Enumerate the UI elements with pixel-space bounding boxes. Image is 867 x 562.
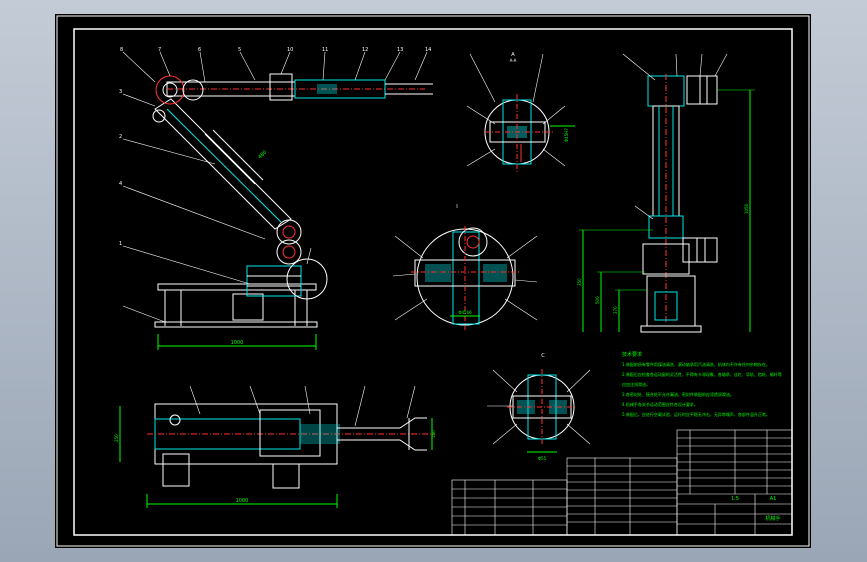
dim-plan-height: 250 <box>114 434 119 442</box>
view-label-i: I <box>456 204 457 210</box>
part-label: 3 <box>119 89 122 95</box>
part-label: 12 <box>362 47 368 53</box>
cad-drawing: 1000 480 8 7 6 5 10 11 12 13 14 3 2 4 1 <box>56 15 810 547</box>
part-number-labels: 8 7 6 5 10 11 12 13 14 3 2 4 1 <box>119 47 431 247</box>
part-label: 13 <box>397 47 403 53</box>
dim-detail-c: Φ55 <box>538 456 547 461</box>
part-label: 2 <box>119 134 122 140</box>
detail-view-c: C Φ55 <box>487 353 591 461</box>
dim-side-1: 350 <box>577 278 582 286</box>
tech-req-line: 3.各密封处、接合处不允许漏油，密封件装配前应浸透润滑油。 <box>622 391 734 397</box>
tech-req-title: 技术要求 <box>622 351 642 358</box>
dim-detail-a: Φ45H7 <box>564 128 569 142</box>
title-scale: 1:5 <box>731 496 739 502</box>
view-label-c: C <box>541 353 545 359</box>
parts-list <box>451 429 793 536</box>
tech-req-line: 4.机械手各关节运动范围应符合设计要求。 <box>622 401 698 407</box>
view-label-a: A <box>511 52 515 58</box>
part-label: 6 <box>198 47 201 53</box>
detail-view-i: I Φ45h6 <box>392 204 538 330</box>
view-label-a-sub: A-A <box>510 58 517 63</box>
tech-requirements: 技术要求 1.装配前所有零件用煤油清洗，滚动轴承用汽油清洗，机体内不许有任何杂物… <box>622 351 782 417</box>
tech-req-line: 2.装配后应检查各运动副的灵活性，不得有卡滞现象，各轴承、丝杠、导轨、齿轮、蜗杆… <box>622 371 782 377</box>
tech-req-line: 5.装配后，应进行空载试验，运行时应平稳无冲击，无异常噪声，各部件温升正常。 <box>622 411 770 417</box>
inner-frame <box>73 28 793 536</box>
lower-arm <box>154 98 292 230</box>
drawing-sheet: 1000 480 8 7 6 5 10 11 12 13 14 3 2 4 1 <box>55 14 811 548</box>
side-view: 350 500 370 1050 <box>577 53 755 333</box>
part-label: 5 <box>238 47 241 53</box>
dim-side-3: 370 <box>613 306 618 314</box>
detail-view-a: A A-A Φ45H7 <box>466 52 575 172</box>
part-label: 7 <box>158 47 161 53</box>
base-motor <box>232 293 264 321</box>
part-label: 1 <box>119 241 122 247</box>
dim-side-4: 1050 <box>744 203 749 214</box>
dim-base-length: 1000 <box>231 340 244 346</box>
part-label: 8 <box>120 47 123 53</box>
part-label: 10 <box>287 47 293 53</box>
dim-gripper: 150 <box>431 430 436 438</box>
base-plate <box>157 283 317 291</box>
part-label: 11 <box>322 47 328 53</box>
title-sheet: A1 <box>770 496 777 502</box>
part-label: 14 <box>425 47 431 53</box>
title-drawing-name: 机械手 <box>765 515 780 522</box>
dim-side-2: 500 <box>595 296 600 304</box>
tech-req-line: 1.装配前所有零件用煤油清洗，滚动轴承用汽油清洗，机体内不许有任何杂物存在。 <box>622 361 770 367</box>
part-label: 4 <box>119 181 122 187</box>
dim-arm: 480 <box>257 149 268 160</box>
front-view: 1000 480 <box>122 51 433 350</box>
outer-frame <box>56 15 810 547</box>
dim-detail-i: Φ45h6 <box>458 310 472 315</box>
tech-req-line: 应加注润滑油。 <box>622 381 650 387</box>
plan-view: 1000 250 150 <box>114 385 436 508</box>
dim-plan-length: 1000 <box>236 498 249 504</box>
